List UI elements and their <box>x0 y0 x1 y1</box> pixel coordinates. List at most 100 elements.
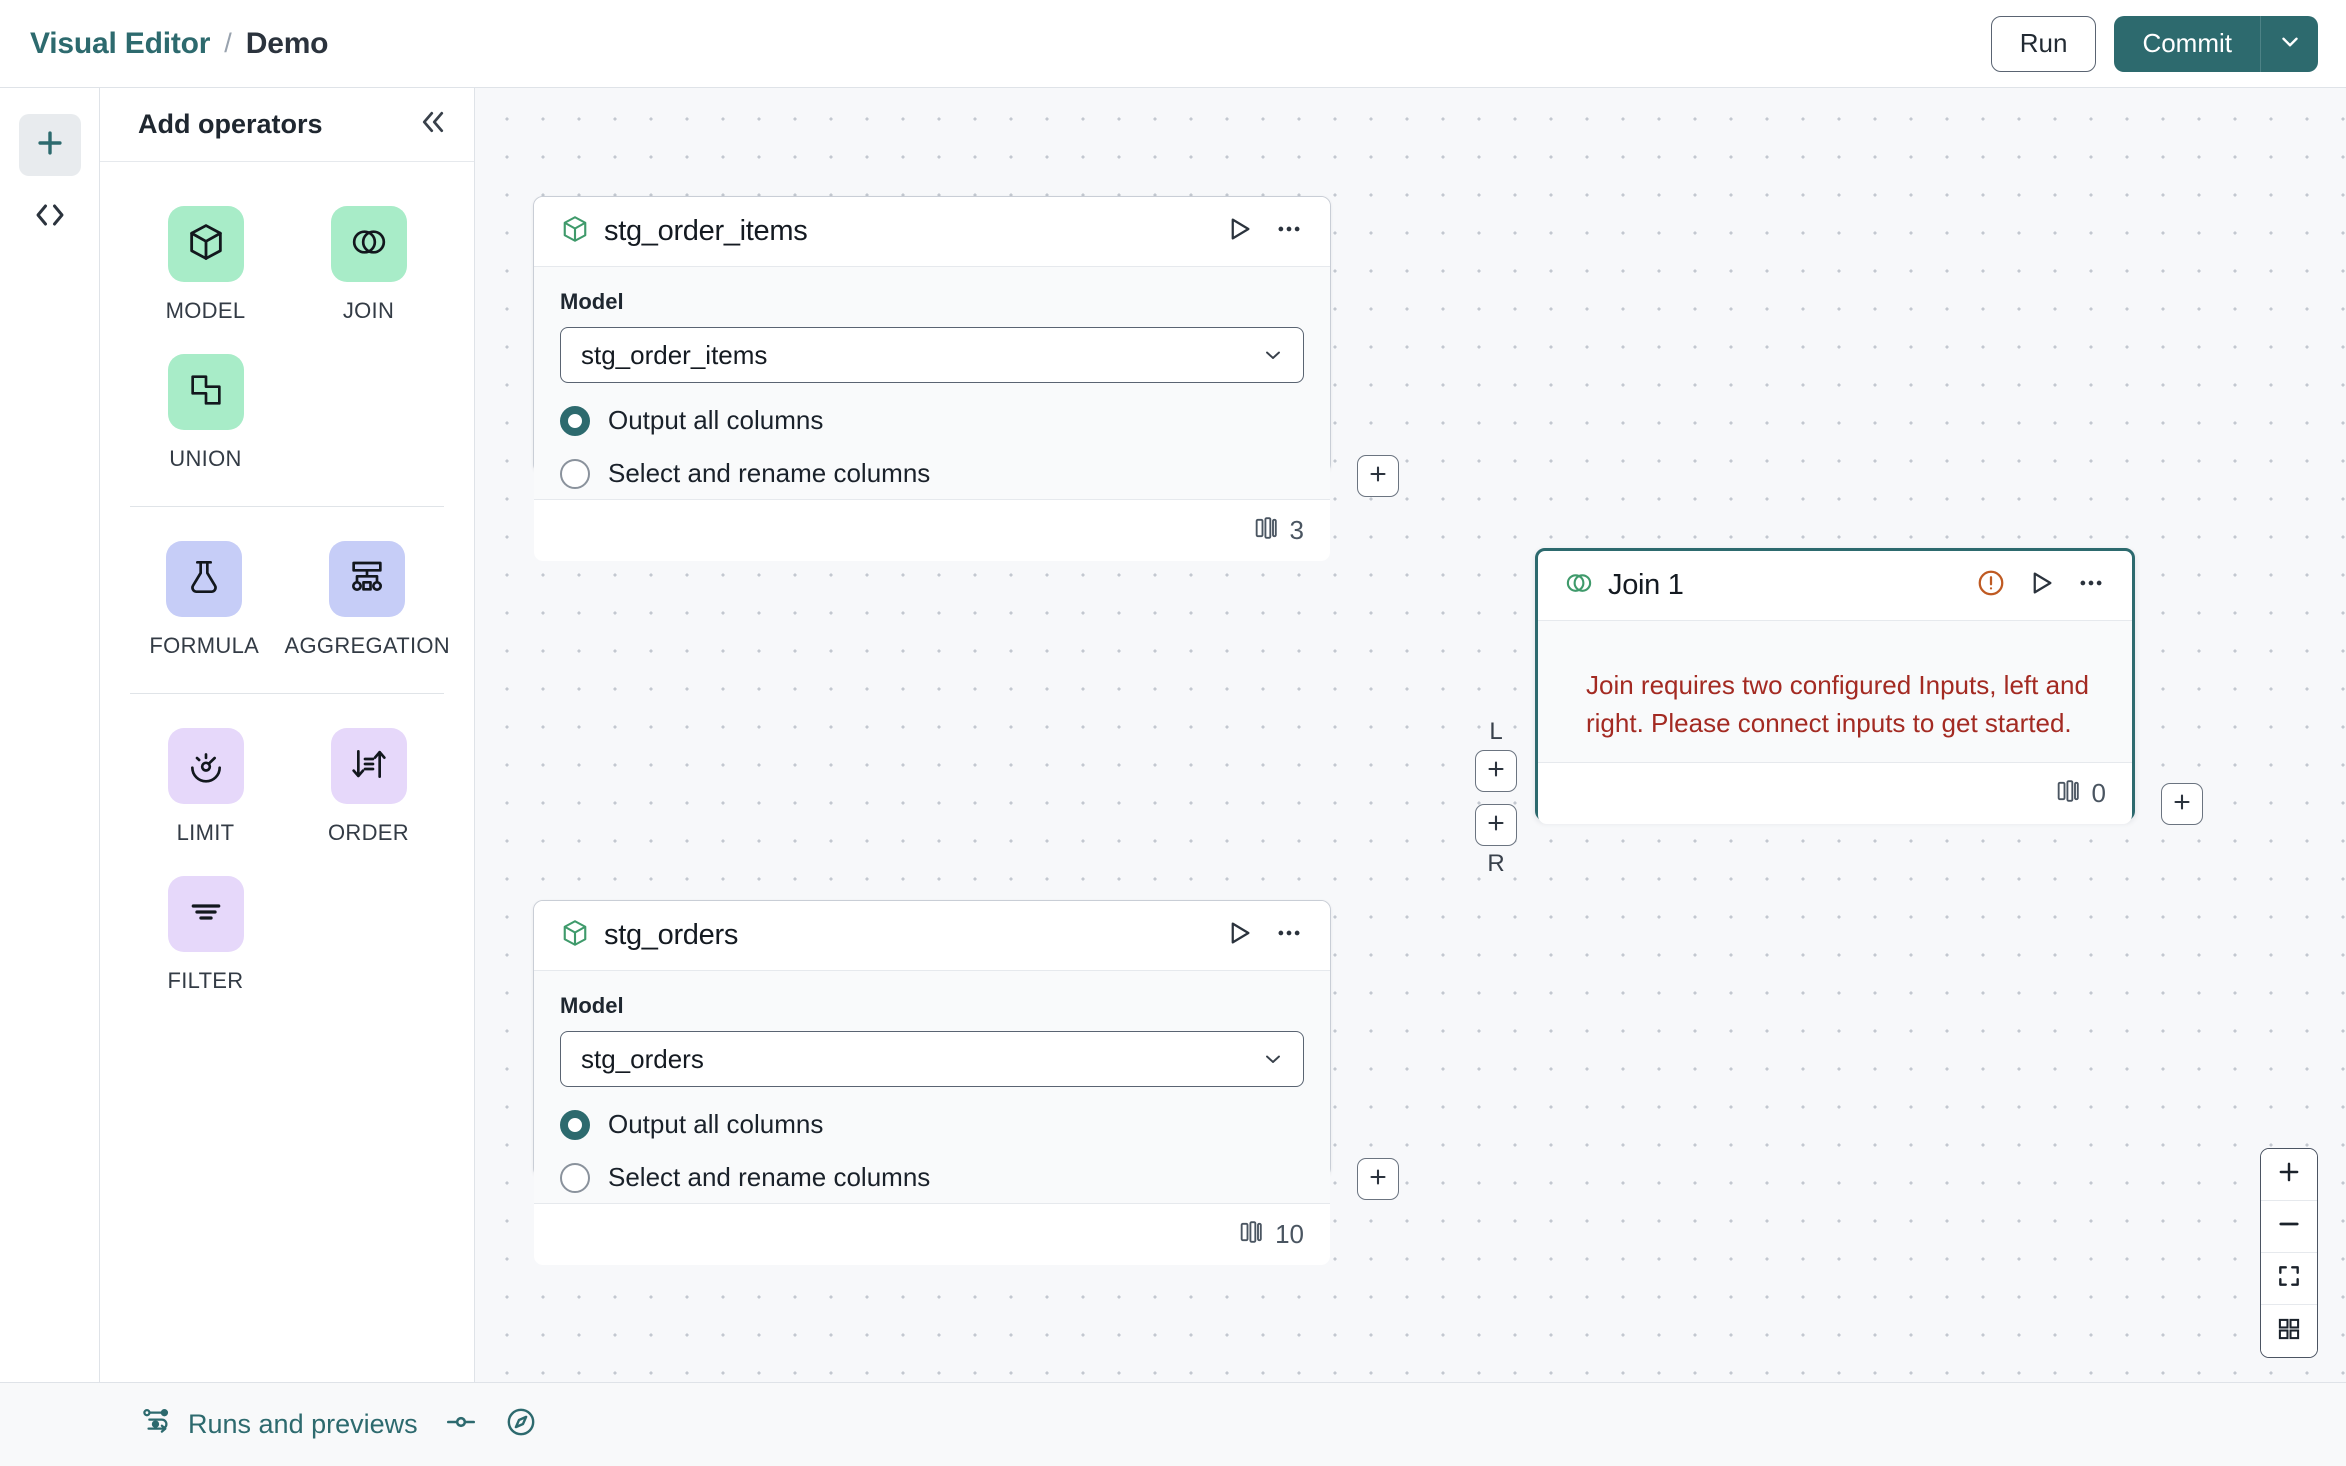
operator-label: FILTER <box>167 968 244 993</box>
breadcrumb-separator: / <box>224 28 232 58</box>
output-handle-stg-order-items[interactable] <box>1357 455 1399 497</box>
chevron-down-icon <box>1261 343 1285 367</box>
column-count: 10 <box>1275 1219 1304 1249</box>
add-operators-panel: Add operators MOD <box>100 88 475 1382</box>
radio-select-rename-columns[interactable]: Select and rename columns <box>560 1162 1304 1193</box>
join-output-handle[interactable] <box>2161 783 2203 825</box>
operator-tile <box>330 728 407 804</box>
app-header: Visual Editor / Demo Run Commit <box>0 0 2346 88</box>
app-body: Add operators MOD <box>0 88 2346 1382</box>
sort-arrows-icon <box>349 744 389 789</box>
radio-output-all-columns[interactable]: Output all columns <box>560 1109 1304 1140</box>
output-handle-stg-orders[interactable] <box>1357 1158 1399 1200</box>
node-join-1[interactable]: Join 1 Join requires two co <box>1535 548 2135 825</box>
cube-icon <box>560 918 590 953</box>
code-brackets-icon <box>32 197 68 238</box>
operator-filter[interactable]: FILTER <box>124 862 287 1002</box>
flask-icon <box>184 557 224 602</box>
operator-formula[interactable]: FORMULA <box>124 527 285 667</box>
radio-output-all-columns[interactable]: Output all columns <box>560 405 1304 436</box>
rail-add-operator-button[interactable] <box>18 114 81 176</box>
gauge-icon <box>186 744 226 789</box>
operator-limit[interactable]: LIMIT <box>124 714 287 854</box>
minimap-toggle-button[interactable] <box>2261 1305 2317 1357</box>
node-title: Join 1 <box>1608 569 1684 601</box>
pipeline-icon <box>140 1406 172 1443</box>
flow-canvas[interactable]: stg_order_items Model stg_order_items <box>475 88 2346 1382</box>
model-select[interactable]: stg_orders <box>560 1031 1304 1087</box>
ellipsis-icon[interactable] <box>2076 568 2106 603</box>
operator-label: LIMIT <box>176 820 235 845</box>
app-footer: Runs and previews <box>0 1382 2346 1466</box>
play-icon[interactable] <box>2026 568 2056 603</box>
filter-lines-icon <box>186 892 226 937</box>
cube-icon <box>560 214 590 249</box>
operator-tile <box>167 728 244 804</box>
runs-and-previews-label: Runs and previews <box>188 1409 418 1439</box>
plus-icon <box>33 126 67 165</box>
radio-label: Output all columns <box>608 405 824 435</box>
node-header-actions <box>1224 214 1304 249</box>
node-header: stg_orders <box>534 901 1330 971</box>
node-header: stg_order_items <box>534 197 1330 267</box>
rail-code-view-button[interactable] <box>19 186 81 248</box>
operator-group-sources: MODEL JOIN <box>100 192 474 480</box>
join-left-input-label: L <box>1489 718 1503 745</box>
operator-label: AGGREGATION <box>284 633 450 658</box>
fit-view-button[interactable] <box>2261 1253 2317 1305</box>
panel-divider-2 <box>130 693 444 694</box>
panel-divider-1 <box>130 506 444 507</box>
fit-view-icon <box>2276 1263 2302 1294</box>
cube-icon <box>185 221 227 268</box>
operator-label: MODEL <box>165 298 246 323</box>
overlapping-circles-icon <box>1564 568 1594 603</box>
operator-label: FORMULA <box>149 633 260 658</box>
run-button[interactable]: Run <box>1990 15 2097 72</box>
zoom-out-button[interactable] <box>2261 1201 2317 1253</box>
join-right-input-label: R <box>1487 850 1505 877</box>
columns-icon <box>1252 514 1280 547</box>
plus-icon <box>2170 790 2194 819</box>
operator-label: ORDER <box>328 820 409 845</box>
column-count: 3 <box>1289 515 1304 545</box>
operator-aggregation[interactable]: AGGREGATION <box>285 527 450 667</box>
commit-button[interactable]: Commit <box>2114 15 2260 72</box>
panel-body: MODEL JOIN <box>100 162 474 1382</box>
radio-indicator <box>560 1162 590 1193</box>
ellipsis-icon[interactable] <box>1274 918 1304 953</box>
join-error-message: Join requires two configured Inputs, lef… <box>1586 670 2089 738</box>
breadcrumb-current: Demo <box>245 26 329 60</box>
radio-label: Select and rename columns <box>608 1162 931 1192</box>
play-icon[interactable] <box>1224 214 1254 249</box>
zoom-out-icon <box>2275 1210 2303 1243</box>
join-left-input-handle[interactable] <box>1475 750 1517 792</box>
compass-button[interactable] <box>504 1405 538 1444</box>
node-stg-orders[interactable]: stg_orders Model stg_orders <box>533 900 1331 1265</box>
operator-tile <box>166 541 243 617</box>
breadcrumb-root-link[interactable]: Visual Editor <box>30 26 211 60</box>
operator-order[interactable]: ORDER <box>287 714 450 854</box>
model-select[interactable]: stg_order_items <box>560 327 1304 383</box>
operator-union[interactable]: UNION <box>124 340 287 480</box>
panel-collapse-button[interactable] <box>418 107 448 142</box>
operator-join[interactable]: JOIN <box>287 192 450 332</box>
slider-toggle-button[interactable] <box>444 1405 478 1444</box>
node-footer: 3 <box>534 499 1330 561</box>
node-title: stg_orders <box>604 919 739 951</box>
runs-and-previews-button[interactable]: Runs and previews <box>140 1406 418 1443</box>
zoom-in-button[interactable] <box>2261 1149 2317 1201</box>
node-stg-order-items[interactable]: stg_order_items Model stg_order_items <box>533 196 1331 561</box>
radio-select-rename-columns[interactable]: Select and rename columns <box>560 458 1304 489</box>
commit-dropdown-button[interactable] <box>2260 15 2318 72</box>
operator-group-transforms: FORMULA AGGREGATION <box>100 527 474 667</box>
radio-label: Select and rename columns <box>608 458 931 488</box>
warning-circle-icon[interactable] <box>1976 568 2006 603</box>
join-right-input-handle[interactable] <box>1475 804 1517 846</box>
node-title: stg_order_items <box>604 215 808 247</box>
operator-tile <box>330 206 407 282</box>
operator-model[interactable]: MODEL <box>124 192 287 332</box>
ellipsis-icon[interactable] <box>1274 214 1304 249</box>
panel-header: Add operators <box>100 88 474 162</box>
play-icon[interactable] <box>1224 918 1254 953</box>
